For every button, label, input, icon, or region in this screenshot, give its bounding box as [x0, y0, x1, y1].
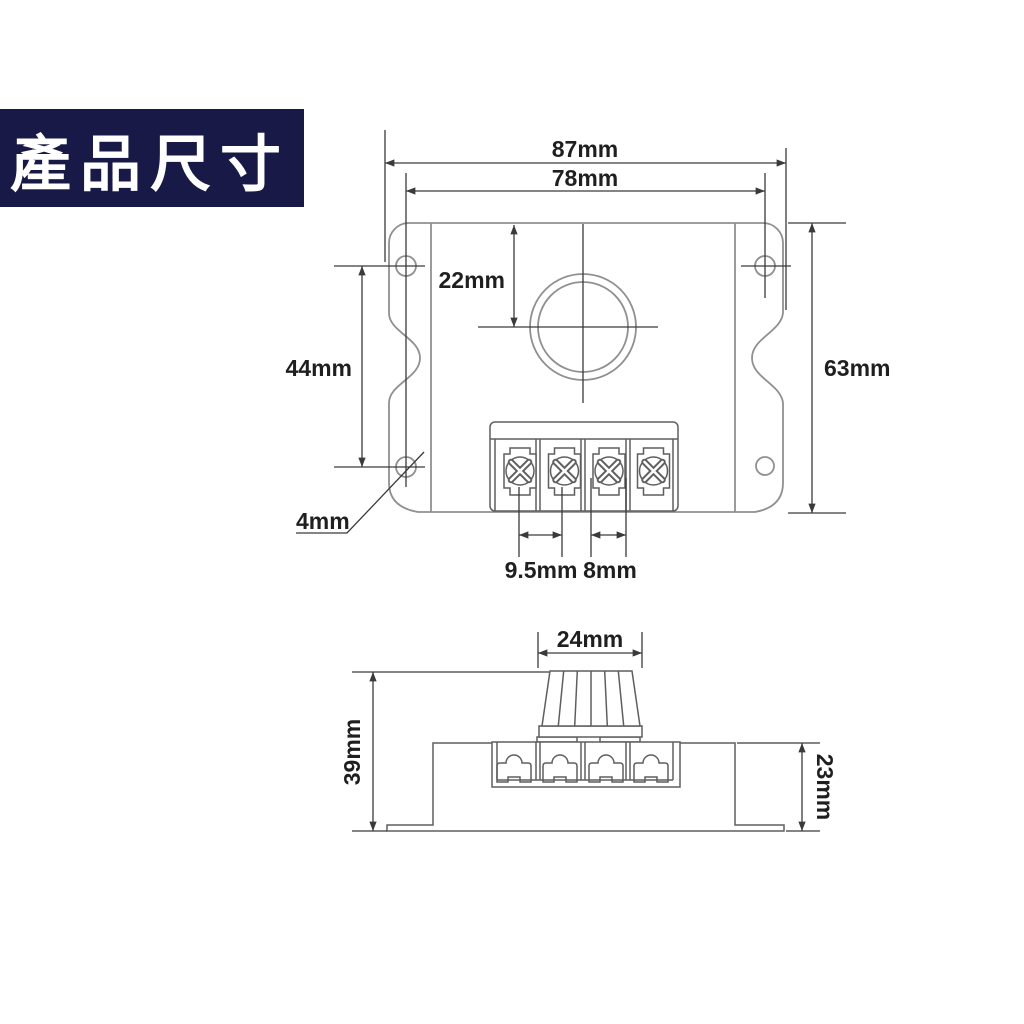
terminal-block-top-view	[489, 421, 679, 512]
dim-hole-span-width: 78mm	[405, 165, 766, 487]
terminal-block-side-view	[491, 741, 681, 788]
dim-hole-diameter-label: 4mm	[296, 508, 350, 534]
dim-knob-width-label: 24mm	[557, 626, 623, 652]
dim-knob-offset: 22mm	[439, 225, 518, 327]
terminal-screw-2	[547, 447, 582, 496]
terminal-screw-3	[592, 447, 626, 496]
page-title: 產品尺寸	[10, 129, 291, 198]
terminal-screw-4	[636, 447, 671, 496]
dim-body-height-label: 23mm	[812, 754, 838, 820]
device-outline	[388, 222, 784, 513]
dim-overall-height: 63mm	[788, 222, 890, 514]
wire-clamp-2	[542, 754, 578, 783]
knob-skirt	[538, 725, 643, 738]
title-banner: 產品尺寸	[0, 109, 304, 207]
dim-overall-width: 87mm	[384, 130, 787, 310]
terminal-screw-1	[503, 447, 537, 496]
dim-overall-width-label: 87mm	[552, 136, 618, 162]
dim-overall-height-label: 63mm	[824, 355, 890, 381]
dim-hole-span-height: 44mm	[286, 265, 425, 468]
dim-hole-span-width-label: 78mm	[552, 165, 618, 191]
dim-hole-span-height-label: 44mm	[286, 355, 352, 381]
dim-body-height: 23mm	[737, 742, 838, 832]
dim-terminal-pitch-right: 8mm	[583, 478, 637, 583]
dim-terminal-pitch-right-label: 8mm	[583, 557, 637, 583]
wire-clamp-4	[633, 754, 669, 783]
mount-hole-bottom-right	[755, 456, 775, 476]
wire-clamp-1	[496, 754, 532, 783]
top-view: 87mm 78mm 22mm 44mm	[286, 130, 890, 583]
dim-height-with-knob: 39mm	[339, 671, 549, 832]
dim-knob-width: 24mm	[537, 626, 643, 668]
dim-terminal-pitch-left-label: 9.5mm	[505, 557, 578, 583]
dim-hole-diameter: 4mm	[296, 451, 425, 534]
dim-knob-offset-label: 22mm	[439, 267, 505, 293]
dim-terminal-pitch-left: 9.5mm	[505, 487, 578, 583]
side-view: 24mm 39mm 23mm	[339, 626, 838, 832]
knob-cap	[541, 670, 641, 727]
dim-height-with-knob-label: 39mm	[339, 719, 365, 785]
wire-clamp-3	[588, 754, 624, 783]
